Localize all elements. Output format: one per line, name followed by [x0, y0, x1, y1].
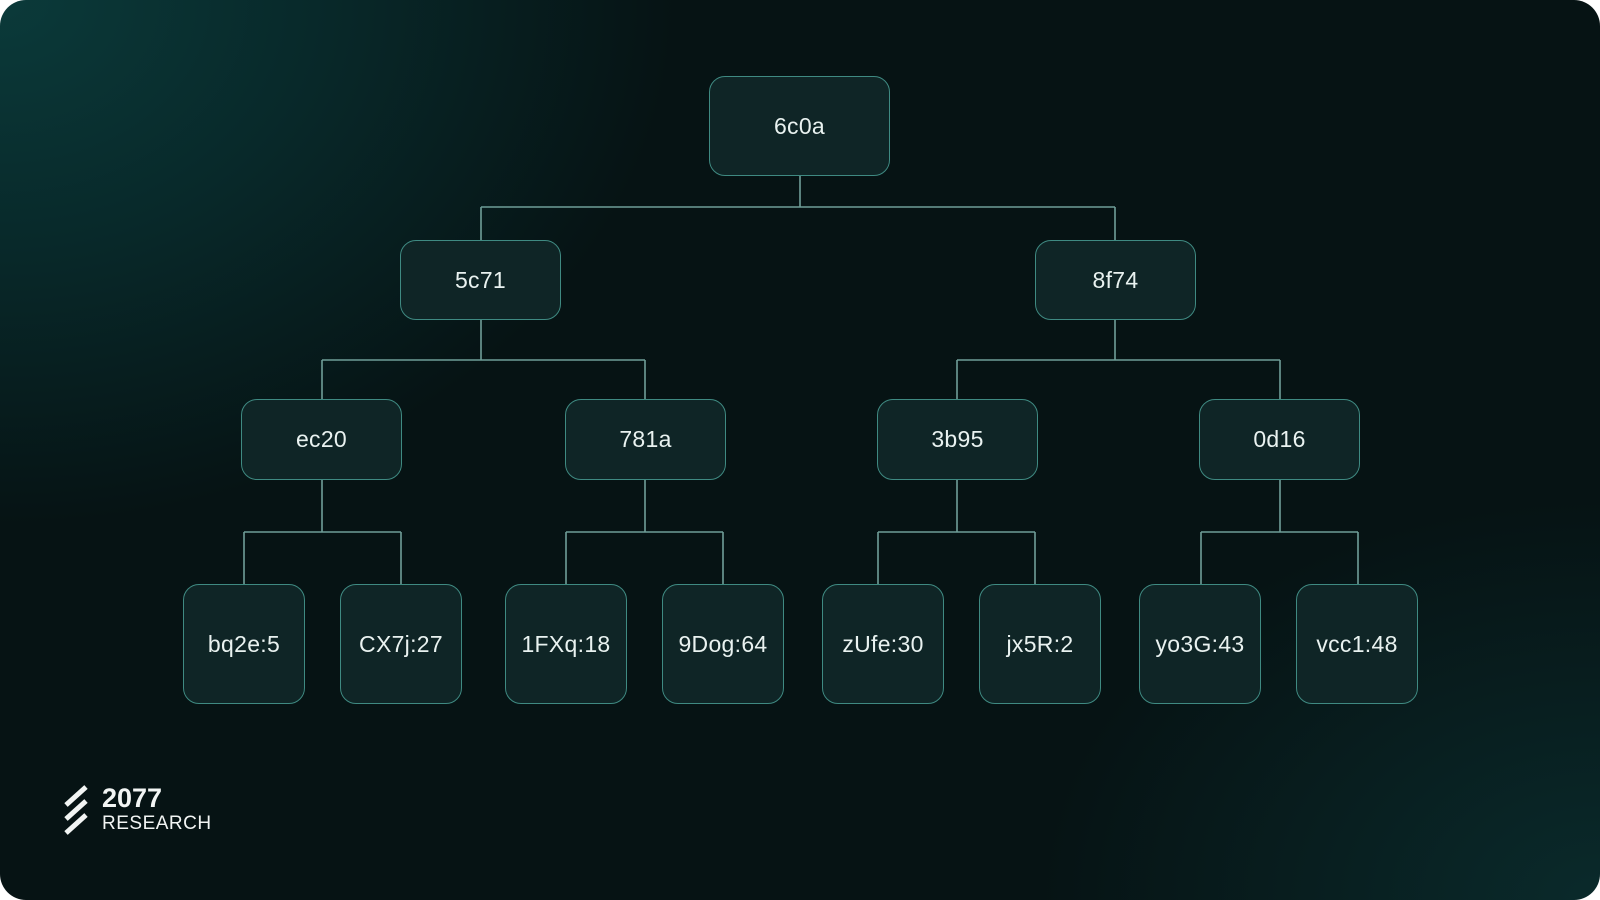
- node-level2: 0d16: [1199, 399, 1360, 480]
- edge-8f74: [956, 320, 1281, 399]
- logo-name: RESEARCH: [102, 813, 212, 834]
- node-level2: 3b95: [877, 399, 1038, 480]
- leaf-node: 9Dog:64: [662, 584, 784, 704]
- leaf-node: vcc1:48: [1296, 584, 1418, 704]
- edge-5c71: [321, 320, 646, 399]
- logo-number: 2077: [102, 783, 163, 813]
- edge-3b95: [877, 480, 1036, 584]
- node-level2: 781a: [565, 399, 726, 480]
- leaf-node: bq2e:5: [183, 584, 305, 704]
- node-level2: ec20: [241, 399, 402, 480]
- edge-root: [480, 176, 1116, 240]
- leaf-node: yo3G:43: [1139, 584, 1261, 704]
- edge-781a: [565, 480, 724, 584]
- leaf-node: jx5R:2: [979, 584, 1101, 704]
- leaf-node: 1FXq:18: [505, 584, 627, 704]
- logo-stripes-icon: [64, 785, 88, 835]
- edge-ec20: [243, 480, 402, 584]
- node-level1: 5c71: [400, 240, 561, 320]
- node-level1: 8f74: [1035, 240, 1196, 320]
- edge-0d16: [1200, 480, 1359, 584]
- leaf-node: zUfe:30: [822, 584, 944, 704]
- leaf-node: CX7j:27: [340, 584, 462, 704]
- node-root: 6c0a: [709, 76, 890, 176]
